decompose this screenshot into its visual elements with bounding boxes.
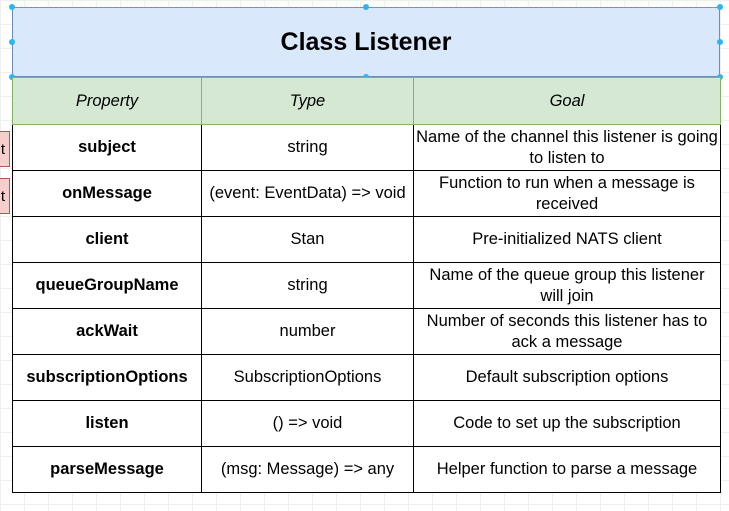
goal-cell[interactable]: Code to set up the subscription [413, 400, 721, 447]
resize-handle-top-center[interactable] [363, 4, 369, 10]
type-cell[interactable]: () => void [201, 400, 414, 447]
table-row: subscriptionOptions SubscriptionOptions … [12, 354, 721, 401]
resize-handle-top-left[interactable] [9, 4, 15, 10]
goal-cell[interactable]: Function to run when a message is receiv… [413, 170, 721, 217]
side-shape-1[interactable]: t [0, 131, 10, 167]
goal-cell[interactable]: Name of the channel this listener is goi… [413, 124, 721, 171]
header-row: Property Type Goal [12, 77, 721, 125]
table-row: ackWait number Number of seconds this li… [12, 308, 721, 355]
property-cell[interactable]: parseMessage [12, 446, 202, 493]
goal-cell[interactable]: Helper function to parse a message [413, 446, 721, 493]
side-shape-1-label: t [0, 140, 5, 158]
property-cell[interactable]: ackWait [12, 308, 202, 355]
table-row: onMessage (event: EventData) => void Fun… [12, 170, 721, 217]
resize-handle-middle-right[interactable] [717, 39, 723, 45]
column-header-goal[interactable]: Goal [413, 77, 721, 125]
table-row: listen () => void Code to set up the sub… [12, 400, 721, 447]
side-shape-2[interactable]: t [0, 178, 10, 214]
column-header-property[interactable]: Property [12, 77, 202, 125]
class-title: Class Listener [280, 27, 452, 56]
type-cell[interactable]: (event: EventData) => void [201, 170, 414, 217]
property-cell[interactable]: subject [12, 124, 202, 171]
goal-cell[interactable]: Name of the queue group this listener wi… [413, 262, 721, 309]
column-header-type[interactable]: Type [201, 77, 414, 125]
property-cell[interactable]: subscriptionOptions [12, 354, 202, 401]
goal-cell[interactable]: Default subscription options [413, 354, 721, 401]
property-cell[interactable]: queueGroupName [12, 262, 202, 309]
properties-table: Property Type Goal subject string Name o… [12, 77, 721, 493]
property-cell[interactable]: client [12, 216, 202, 263]
type-cell[interactable]: (msg: Message) => any [201, 446, 414, 493]
goal-cell[interactable]: Pre-initialized NATS client [413, 216, 721, 263]
type-cell[interactable]: string [201, 124, 414, 171]
table-row: parseMessage (msg: Message) => any Helpe… [12, 446, 721, 493]
table-row: subject string Name of the channel this … [12, 124, 721, 171]
side-shape-2-label: t [0, 187, 5, 205]
property-cell[interactable]: listen [12, 400, 202, 447]
type-cell[interactable]: number [201, 308, 414, 355]
type-cell[interactable]: SubscriptionOptions [201, 354, 414, 401]
property-cell[interactable]: onMessage [12, 170, 202, 217]
resize-handle-middle-left[interactable] [9, 39, 15, 45]
resize-handle-top-right[interactable] [717, 4, 723, 10]
goal-cell[interactable]: Number of seconds this listener has to a… [413, 308, 721, 355]
class-title-box[interactable]: Class Listener [12, 7, 720, 77]
table-row: client Stan Pre-initialized NATS client [12, 216, 721, 263]
type-cell[interactable]: string [201, 262, 414, 309]
table-row: queueGroupName string Name of the queue … [12, 262, 721, 309]
type-cell[interactable]: Stan [201, 216, 414, 263]
